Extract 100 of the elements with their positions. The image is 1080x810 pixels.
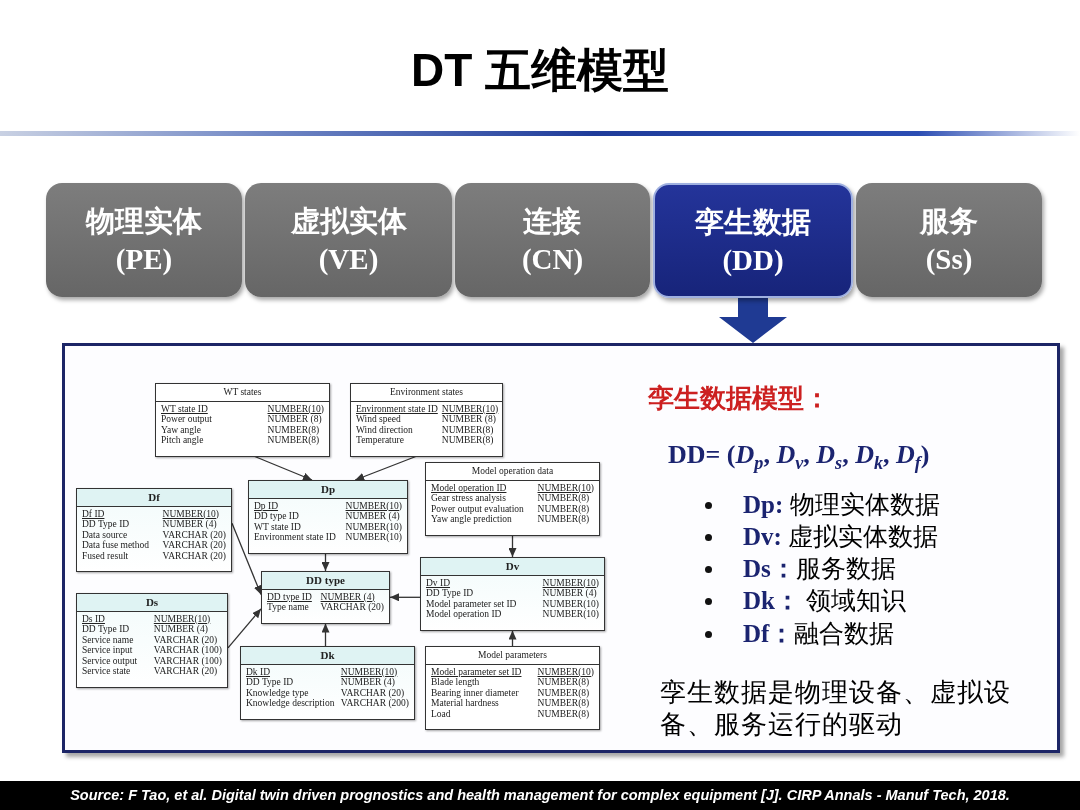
data-type: VARCHAR (20)	[153, 634, 219, 645]
connector-arrow	[321, 622, 330, 647]
table-title: Df	[77, 489, 231, 507]
data-type: NUMBER(10)	[162, 508, 221, 519]
column-name: Gear stress analysis	[431, 493, 507, 504]
data-type: NUMBER (4)	[340, 677, 396, 688]
column-name: Power output evaluation	[431, 503, 524, 514]
table-title: Ds	[77, 594, 227, 612]
data-type: NUMBER(10)	[340, 666, 399, 677]
panel-heading: 孪生数据模型：	[648, 382, 830, 414]
data-type: NUMBER(10)	[441, 403, 499, 414]
data-type: VARCHAR (20)	[340, 687, 406, 698]
data-type: VARCHAR (20)	[162, 550, 226, 561]
summary-text: 孪生数据是物理设备、虚拟设备、服务运行的驱动	[660, 676, 1012, 740]
data-type: NUMBER(8)	[537, 708, 591, 719]
entity-table	[155, 383, 330, 457]
data-type: NUMBER(10)	[345, 521, 402, 532]
column-name: Bearing inner diameter	[431, 687, 520, 698]
data-type: NUMBER(10)	[542, 598, 599, 609]
column-name: Environment state ID	[356, 403, 438, 414]
content-panel	[62, 343, 1060, 753]
column-name: Type name	[267, 602, 310, 613]
column-name: Data fuse method	[82, 540, 149, 551]
column-name: Temperature	[356, 435, 405, 446]
data-type: NUMBER(10)	[542, 577, 599, 588]
data-type: NUMBER(8)	[537, 514, 591, 525]
column-name: Knowledge type	[246, 687, 310, 698]
bullet-text: Dv: 虚拟实体数据	[743, 522, 939, 552]
bullet-text: Dp: 物理实体数据	[743, 490, 940, 520]
column-name: Service name	[82, 634, 135, 645]
data-type: NUMBER(8)	[537, 698, 591, 709]
entity-table	[261, 571, 390, 624]
column-name: Model operation ID	[426, 609, 503, 620]
data-type: VARCHAR (100)	[153, 655, 222, 666]
entity-table	[420, 557, 605, 631]
bullet-text: Df：融合数据	[743, 619, 895, 649]
table-title: Model parameters	[426, 647, 599, 665]
column-name: Service output	[82, 655, 138, 666]
column-name: Wind speed	[356, 414, 402, 425]
bullet-text: Dk： 领域知识	[743, 586, 907, 616]
table-title: DD type	[262, 572, 389, 590]
column-name: Service input	[82, 645, 134, 656]
column-name: Knowledge description	[246, 698, 335, 709]
table-title: Dv	[421, 558, 604, 576]
column-name: Model parameter set ID	[431, 666, 522, 677]
entity-table	[240, 646, 415, 720]
column-name: Material hardness	[431, 698, 500, 709]
connector-arrow	[254, 455, 313, 481]
column-name: DD Type ID	[82, 519, 131, 530]
column-name: Service state	[82, 666, 132, 677]
category-tab: 连接 (CN)	[455, 183, 650, 297]
connector-arrow	[508, 534, 517, 558]
bullet-text: Ds：服务数据	[743, 554, 896, 584]
data-type: NUMBER(10)	[542, 609, 599, 620]
data-type: NUMBER(8)	[537, 493, 591, 504]
column-name: Pitch angle	[161, 435, 205, 446]
data-type: NUMBER(8)	[267, 424, 321, 435]
entity-table	[425, 646, 600, 730]
entity-table	[350, 383, 503, 457]
table-title: Dp	[249, 481, 407, 499]
column-name: DD type ID	[254, 511, 300, 522]
column-name: Blade length	[431, 677, 481, 688]
data-type: VARCHAR (200)	[340, 698, 409, 709]
column-name: Power output	[161, 414, 212, 425]
entity-table	[425, 462, 600, 536]
column-name: Ds ID	[82, 613, 106, 624]
data-type: VARCHAR (100)	[153, 645, 222, 656]
entity-table	[248, 480, 408, 554]
column-name: Fused result	[82, 550, 130, 561]
data-type: NUMBER (4)	[320, 591, 376, 602]
connector-arrow	[389, 593, 421, 602]
entity-table	[76, 488, 232, 572]
table-title: Environment states	[351, 384, 502, 402]
column-name: Model operation ID	[431, 482, 508, 493]
column-name: Yaw angle prediction	[431, 514, 513, 525]
column-name: Yaw angle	[161, 424, 202, 435]
connector-arrow	[354, 455, 417, 481]
column-name: Dv ID	[426, 577, 451, 588]
block-arrow	[719, 298, 787, 343]
data-type: NUMBER(8)	[441, 424, 495, 435]
data-type: NUMBER (8)	[441, 414, 497, 425]
source-caption: Source: F Tao, et al. Digital twin driven prognostics and health management for complex equipment [J]. CIRP Annals - Manuf Tech, 2018.	[70, 786, 1010, 804]
column-name: Dp ID	[254, 500, 279, 511]
data-type: NUMBER(10)	[537, 482, 594, 493]
column-name: WT state ID	[161, 403, 209, 414]
formula-text: DD= (D$_{p}$, D$_{v}$, D$_{s}$, D$_{k}$, D$_{f}$)	[668, 439, 930, 475]
data-type: VARCHAR (20)	[320, 602, 384, 613]
data-type: NUMBER(10)	[345, 500, 402, 511]
column-name: Df ID	[82, 508, 106, 519]
column-name: Wind direction	[356, 424, 414, 435]
category-tab: 物理实体 (PE)	[46, 183, 242, 297]
table-title: WT states	[156, 384, 329, 402]
data-type: VARCHAR (20)	[153, 666, 219, 677]
data-type: NUMBER (4)	[345, 511, 401, 522]
entity-table	[76, 593, 228, 688]
table-title: Dk	[241, 647, 414, 665]
column-name: Model parameter set ID	[426, 598, 517, 609]
column-name: Data source	[82, 529, 129, 540]
data-type: NUMBER(8)	[537, 677, 591, 688]
category-tab: 服务 (Ss)	[856, 183, 1042, 297]
